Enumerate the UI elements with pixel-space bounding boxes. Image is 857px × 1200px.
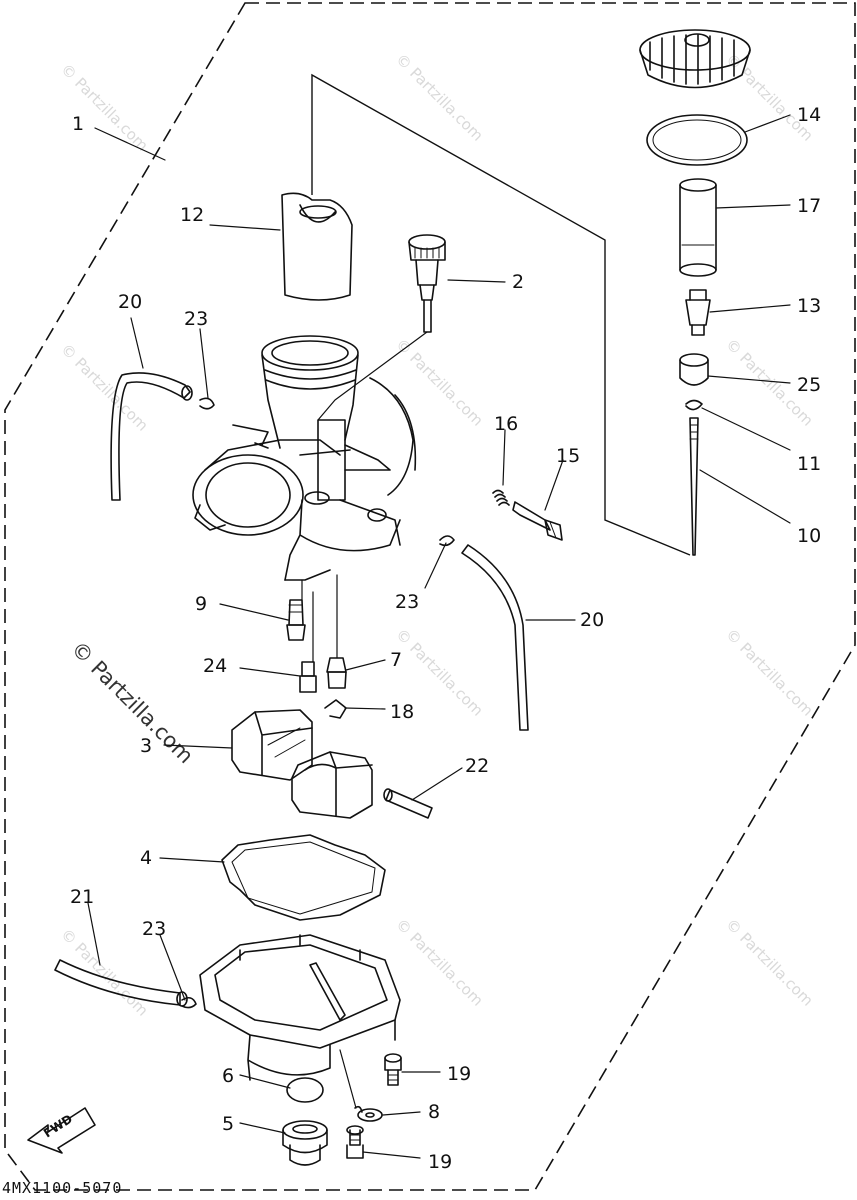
callout-23a: 23 bbox=[184, 308, 208, 330]
float-pin-clip bbox=[324, 699, 347, 719]
needle-jet bbox=[286, 599, 306, 641]
callout-8: 8 bbox=[428, 1101, 440, 1123]
callout-11: 11 bbox=[797, 453, 821, 475]
watermark: © Partzilla.com bbox=[57, 925, 152, 1020]
watermark: © Partzilla.com bbox=[722, 915, 817, 1010]
needle-holder-sleeve bbox=[679, 178, 717, 277]
callout-12: 12 bbox=[180, 204, 204, 226]
cap-gasket-ring bbox=[646, 114, 748, 166]
needle-collar bbox=[679, 353, 709, 386]
callout-13: 13 bbox=[797, 295, 821, 317]
callout-layer: 1 2 3 4 5 6 7 8 9 10 11 12 13 14 15 16 1… bbox=[70, 104, 821, 1173]
callout-14: 14 bbox=[797, 104, 821, 126]
carburetor-cap bbox=[639, 29, 751, 89]
callout-6: 6 bbox=[222, 1065, 234, 1087]
callout-20b: 20 bbox=[580, 609, 604, 631]
assembly-boundary bbox=[4, 2, 856, 1191]
float-pin bbox=[383, 788, 433, 819]
callout-1: 1 bbox=[72, 113, 84, 135]
float bbox=[231, 709, 373, 819]
callout-17: 17 bbox=[797, 195, 821, 217]
watermark: © Partzilla.com bbox=[57, 340, 152, 435]
needle-clip bbox=[685, 399, 703, 411]
vent-hose-lower bbox=[461, 544, 529, 731]
watermark: © Partzilla.com bbox=[722, 625, 817, 720]
callout-21: 21 bbox=[70, 886, 94, 908]
callout-20a: 20 bbox=[118, 291, 142, 313]
callout-24: 24 bbox=[203, 655, 227, 677]
vent-hose-upper bbox=[110, 372, 191, 501]
forward-direction-arrow bbox=[27, 1107, 96, 1154]
throttle-valve bbox=[281, 192, 353, 301]
callout-7: 7 bbox=[390, 649, 402, 671]
throttle-stop-screw bbox=[408, 234, 446, 333]
drain-plug bbox=[282, 1120, 328, 1166]
float-bowl-gasket bbox=[221, 834, 386, 921]
callout-18: 18 bbox=[390, 701, 414, 723]
needle-holder bbox=[685, 289, 711, 336]
jet-needle bbox=[689, 417, 699, 556]
callout-4: 4 bbox=[140, 847, 152, 869]
watermark: © Partzilla.com bbox=[57, 60, 152, 155]
callout-9: 9 bbox=[195, 593, 207, 615]
drain-plug-gasket bbox=[286, 1077, 324, 1103]
carburetor-body bbox=[192, 335, 417, 581]
callout-19a: 19 bbox=[447, 1063, 471, 1085]
callout-23b: 23 bbox=[395, 591, 419, 613]
callout-25: 25 bbox=[797, 374, 821, 396]
callout-22: 22 bbox=[465, 755, 489, 777]
callout-15: 15 bbox=[556, 445, 580, 467]
watermark-prominent: © Partzilla.com bbox=[66, 637, 198, 769]
callout-2: 2 bbox=[512, 271, 524, 293]
hose-clip bbox=[439, 535, 455, 547]
watermark: © Partzilla.com bbox=[392, 915, 487, 1010]
hose-clip bbox=[199, 397, 215, 410]
callout-3: 3 bbox=[140, 735, 152, 757]
bowl-washer bbox=[354, 1105, 383, 1122]
main-jet bbox=[326, 657, 347, 689]
bowl-screw-lower bbox=[346, 1125, 364, 1159]
bowl-screw-upper bbox=[384, 1053, 402, 1086]
callout-5: 5 bbox=[222, 1113, 234, 1135]
slide-group-bracket bbox=[311, 73, 691, 556]
watermark: © Partzilla.com bbox=[392, 50, 487, 145]
watermark-layer: © Partzilla.com © Partzilla.com © Partzi… bbox=[57, 50, 817, 1020]
fwd-label: FWD bbox=[41, 1112, 75, 1141]
air-screw-spring bbox=[492, 489, 510, 506]
callout-23c: 23 bbox=[142, 918, 166, 940]
callout-10: 10 bbox=[797, 525, 821, 547]
float-bowl bbox=[199, 934, 401, 1081]
pilot-jet bbox=[299, 661, 317, 693]
leader-lines bbox=[87, 114, 791, 1159]
diagram-code: 4MX1100-5070 bbox=[2, 1179, 122, 1197]
callout-19b: 19 bbox=[428, 1151, 452, 1173]
air-screw bbox=[512, 501, 563, 541]
callout-16: 16 bbox=[494, 413, 518, 435]
